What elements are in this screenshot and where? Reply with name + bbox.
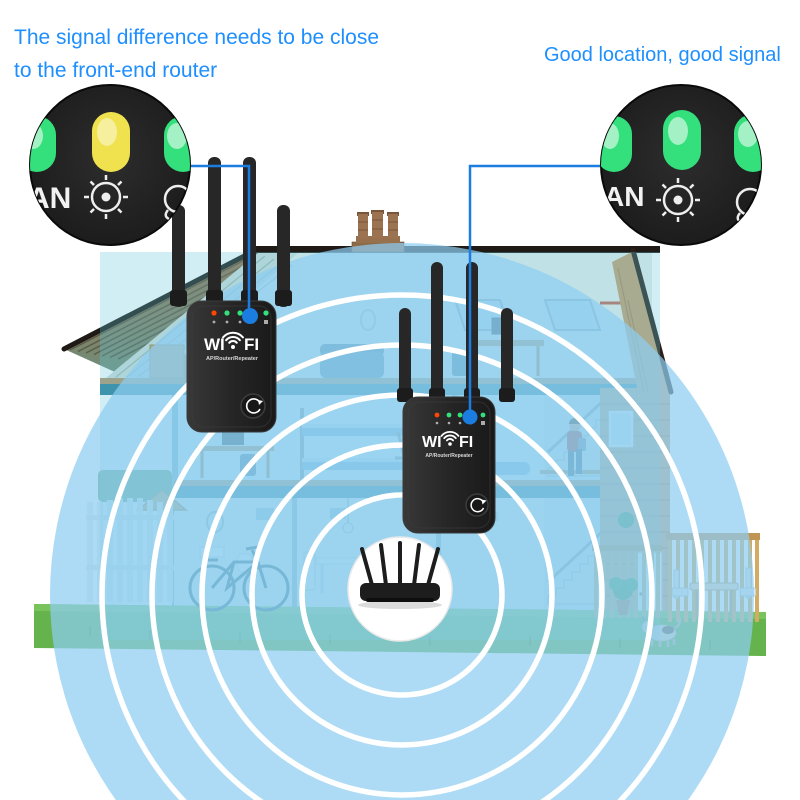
signal-ring — [99, 292, 705, 800]
wifi-repeater-right: WI FI AP/Router/Repeater — [397, 262, 515, 534]
connector-dot-left — [242, 308, 258, 324]
note-left-line1: The signal difference needs to be close — [14, 26, 380, 49]
wifi-logo: WI FI AP/Router/Repeater — [204, 331, 259, 362]
front-end-router-medallion — [347, 536, 453, 642]
connector-left — [190, 164, 251, 311]
brand-fi: FI — [459, 434, 473, 451]
wifi-logo: WI FI AP/Router/Repeater — [422, 430, 473, 459]
connector-right — [468, 164, 602, 411]
device-subtitle: AP/Router/Repeater — [206, 356, 259, 362]
connector-dot-right — [462, 409, 478, 425]
brand-wi: WI — [422, 434, 442, 451]
wifi-arcs-icon — [222, 331, 244, 344]
signal-ring — [249, 442, 555, 748]
led-zoom-inset-right: AN — [600, 84, 762, 246]
signal-ring — [299, 492, 505, 698]
note-right: Good location, good signal — [544, 40, 794, 71]
wps-button — [465, 493, 489, 517]
note-left: The signal difference needs to be close … — [14, 22, 444, 87]
callout-connectors — [190, 164, 602, 411]
led-pill — [92, 112, 130, 172]
brand-fi: FI — [244, 335, 259, 354]
front-end-router — [358, 541, 442, 609]
note-left-line2: to the front-end router — [14, 58, 218, 82]
note-right-text: Good location, good signal — [544, 44, 781, 66]
wps-target-icon — [656, 178, 700, 222]
port-label: AN — [604, 181, 644, 212]
wps-target-icon — [84, 175, 128, 219]
wifi-arcs-icon — [440, 430, 460, 442]
wps-button — [240, 393, 266, 419]
port-label: AN — [28, 182, 71, 215]
brand-wi: WI — [204, 335, 225, 354]
led-zoom-inset-left: AN — [28, 84, 191, 246]
device-subtitle: AP/Router/Repeater — [425, 453, 472, 459]
